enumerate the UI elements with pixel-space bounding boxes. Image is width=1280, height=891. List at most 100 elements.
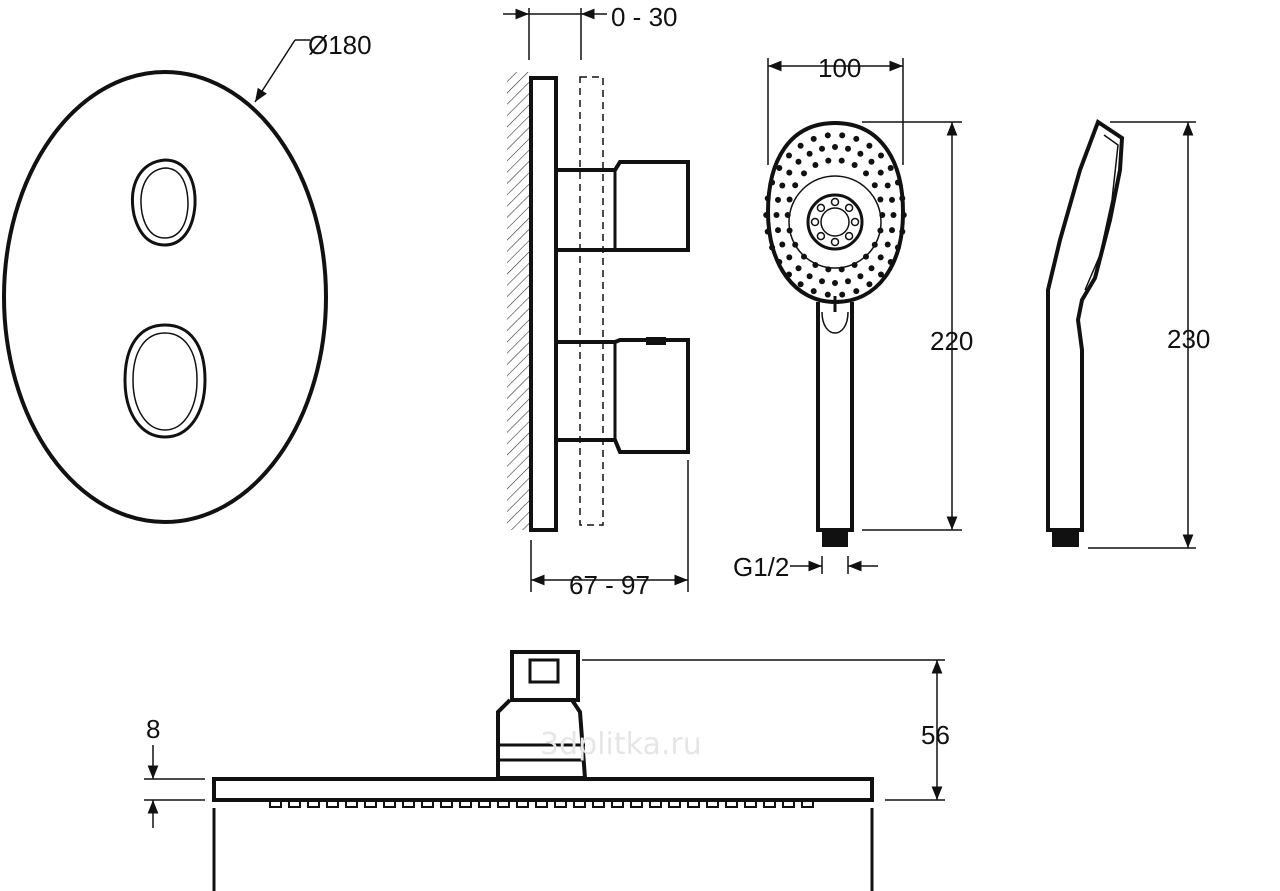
nozzle-dot	[825, 266, 832, 273]
nozzle-dot	[878, 152, 884, 159]
nozzle-dot	[887, 165, 894, 171]
spray-jet	[592, 799, 605, 808]
nozzle-dot	[773, 212, 780, 218]
nozzle-dot	[899, 195, 906, 202]
nozzle-dot	[857, 150, 864, 157]
thermostat-side-view	[503, 8, 690, 592]
depth-label: 67 - 97	[569, 570, 650, 600]
nozzle-dot	[819, 145, 825, 152]
nozzle-dot	[866, 142, 873, 149]
nozzle-dot	[877, 227, 884, 234]
nozzle-dot	[838, 157, 845, 164]
nozzle-dot	[879, 212, 886, 218]
nozzle-dot	[779, 241, 786, 248]
nozzle-dot	[853, 288, 860, 295]
nozzle-ring	[844, 203, 854, 213]
overhead-shower-view	[144, 650, 945, 891]
nozzle-dot	[792, 241, 799, 248]
nozzle-dot	[812, 262, 819, 268]
nozzle-pattern	[763, 132, 907, 298]
nozzle-ring	[830, 237, 840, 247]
nozzle-dot	[769, 244, 776, 251]
nozzle-dot	[884, 182, 891, 189]
nozzle-dot	[871, 241, 878, 248]
spray-jet	[383, 799, 396, 808]
nozzle-dot	[797, 142, 804, 149]
nozzle-dot	[857, 273, 864, 280]
spray-jet	[554, 799, 567, 808]
nozzle-dot	[853, 135, 860, 142]
head-width-label: 100	[818, 53, 861, 83]
nozzle-dot	[868, 265, 875, 272]
spray-jet	[573, 799, 586, 808]
nozzle-dot	[801, 253, 807, 260]
nozzle-dot	[779, 182, 786, 189]
nozzle-dot	[806, 150, 813, 157]
plate-thickness-label: 8	[146, 714, 160, 744]
spray-jet	[516, 799, 529, 808]
handshower-front-view	[763, 58, 962, 574]
nozzle-dot	[824, 291, 831, 298]
nozzle-dot	[825, 157, 832, 164]
nozzle-dot	[877, 169, 884, 176]
nozzle-dot	[786, 196, 793, 203]
nozzle-dot	[795, 158, 802, 165]
spray-jet	[763, 799, 776, 808]
nozzle-dot	[884, 241, 891, 248]
nozzle-ring	[816, 203, 826, 213]
nozzle-dot	[845, 278, 851, 285]
overhead-height-label: 56	[921, 720, 950, 750]
nozzle-dot	[832, 144, 838, 150]
nozzle-dot	[863, 253, 869, 260]
nozzle-dot	[894, 179, 901, 186]
spray-jet	[497, 799, 510, 808]
spray-jet	[307, 799, 320, 808]
projection-label: 0 - 30	[611, 2, 678, 32]
nozzle-dot	[871, 182, 878, 189]
nozzle-ring	[810, 217, 820, 227]
spray-jet	[725, 799, 738, 808]
nozzle-dot	[889, 227, 895, 234]
nozzle-dot	[889, 196, 895, 203]
nozzle-dot	[763, 212, 770, 218]
spray-jet	[421, 799, 434, 808]
nozzle-dot	[786, 254, 793, 261]
spray-jet	[687, 799, 700, 808]
spray-jet	[649, 799, 662, 808]
nozzle-dot	[890, 212, 897, 218]
handshower-side-view	[1046, 118, 1196, 549]
nozzle-dot	[795, 265, 802, 272]
spray-jet	[402, 799, 415, 808]
nozzle-dot	[786, 271, 792, 278]
nozzle-dot	[806, 273, 813, 280]
nozzle-ring	[850, 217, 860, 227]
nozzle-dot	[877, 196, 884, 203]
spray-jet	[326, 799, 339, 808]
nozzle-dot	[832, 280, 838, 286]
spray-jet	[478, 799, 491, 808]
nozzle-ring	[816, 231, 826, 241]
spray-jet	[706, 799, 719, 808]
spray-jet	[345, 799, 358, 808]
nozzle-dot	[868, 158, 875, 165]
nozzle-dot	[838, 266, 845, 273]
spray-jet	[535, 799, 548, 808]
nozzle-dot	[878, 271, 884, 278]
spray-jet	[744, 799, 757, 808]
spray-jets	[269, 799, 814, 808]
spray-jet	[668, 799, 681, 808]
nozzle-dot	[866, 281, 873, 288]
spray-jet	[459, 799, 472, 808]
nozzle-dot	[824, 132, 831, 139]
nozzle-dot	[786, 152, 792, 159]
nozzle-dot	[775, 227, 781, 234]
nozzle-dot	[764, 195, 771, 202]
spray-jet	[440, 799, 453, 808]
nozzle-dot	[839, 132, 846, 139]
nozzle-dot	[764, 228, 771, 235]
nozzle-dot	[776, 259, 783, 265]
nozzle-dot	[797, 281, 804, 288]
nozzle-dot	[784, 212, 791, 218]
